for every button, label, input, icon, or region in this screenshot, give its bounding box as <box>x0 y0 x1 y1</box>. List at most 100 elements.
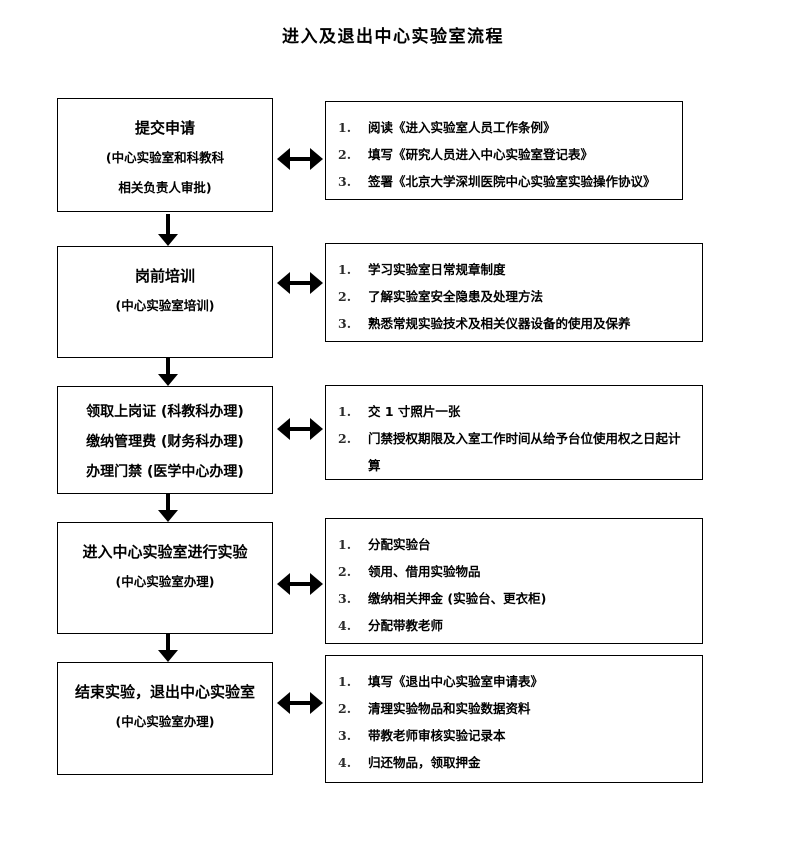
connector-arrow-3-to-4-icon <box>158 494 178 522</box>
step-4-line-1: 进入中心实验室进行实验 <box>82 543 248 561</box>
list-item-number: 2. <box>338 564 352 579</box>
list-item-label: 门禁授权期限及入室工作时间从给予台位使用权之日起计算 <box>368 431 681 473</box>
step-1-line-3: 相关负责人审批) <box>118 180 212 195</box>
list-item-label: 缴纳相关押金 (实验台、更衣柜) <box>368 591 547 606</box>
arrow-head-right <box>310 418 323 440</box>
list-item-label: 学习实验室日常规章制度 <box>368 262 506 277</box>
arrow-head-right <box>310 573 323 595</box>
step-1-line-1: 提交申请 <box>134 119 195 137</box>
list-item: 1. 阅读《进入实验室人员工作条例》 <box>326 114 682 141</box>
list-item: 1. 学习实验室日常规章制度 <box>326 256 702 283</box>
list-item-number: 2. <box>338 431 352 446</box>
list-item: 4. 归还物品，领取押金 <box>326 749 702 776</box>
step-5-line-1: 结束实验，退出中心实验室 <box>74 683 255 701</box>
arrow-shaft <box>166 494 170 512</box>
list-item-number: 3. <box>338 728 352 743</box>
arrow-shaft <box>286 701 314 705</box>
list-item: 2. 填写《研究人员进入中心实验室登记表》 <box>326 141 682 168</box>
arrow-shaft <box>166 358 170 376</box>
list-item-number: 4. <box>338 755 352 770</box>
connector-arrow-2-to-3-icon <box>158 358 178 386</box>
list-item-number: 1. <box>338 120 352 135</box>
step-4-bidirectional-arrow-icon <box>277 573 323 595</box>
list-item-label: 了解实验室安全隐患及处理方法 <box>368 289 544 304</box>
list-item: 2. 领用、借用实验物品 <box>326 558 702 585</box>
connector-arrow-1-to-2-icon <box>158 214 178 246</box>
arrow-head-right <box>310 692 323 714</box>
list-item-number: 1. <box>338 674 352 689</box>
arrow-shaft <box>286 582 314 586</box>
list-item-label: 签署《北京大学深圳医院中心实验室实验操作协议》 <box>368 174 656 189</box>
arrow-shaft <box>286 157 314 161</box>
list-item-label: 领用、借用实验物品 <box>368 564 481 579</box>
list-item-label: 熟悉常规实验技术及相关仪器设备的使用及保养 <box>368 316 631 331</box>
step-1-box: 提交申请 (中心实验室和科教科 相关负责人审批) <box>57 98 273 212</box>
list-item: 2. 清理实验物品和实验数据资料 <box>326 695 702 722</box>
arrow-head-right <box>310 148 323 170</box>
arrow-head-right <box>310 272 323 294</box>
list-item: 1. 交 1 寸照片一张 <box>326 398 702 425</box>
list-item-number: 2. <box>338 289 352 304</box>
list-item-number: 4. <box>338 618 352 633</box>
list-item-label: 分配带教老师 <box>368 618 444 633</box>
arrow-head-left <box>277 692 290 714</box>
step-1-bidirectional-arrow-icon <box>277 148 323 170</box>
step-2-line-1: 岗前培训 <box>134 267 195 285</box>
list-item-number: 2. <box>338 147 352 162</box>
connector-arrow-4-to-5-icon <box>158 634 178 662</box>
step-5-box: 结束实验，退出中心实验室 (中心实验室办理) <box>57 662 273 775</box>
step-5-line-2: (中心实验室办理) <box>115 714 215 729</box>
list-item-label: 带教老师审核实验记录本 <box>368 728 506 743</box>
step-2-bidirectional-arrow-icon <box>277 272 323 294</box>
step-4-line-2: (中心实验室办理) <box>115 574 215 589</box>
step-2-detail-box: 1. 学习实验室日常规章制度 2. 了解实验室安全隐患及处理方法 3. 熟悉常规… <box>325 243 703 342</box>
arrow-head-left <box>277 148 290 170</box>
list-item-number: 3. <box>338 316 352 331</box>
list-item-label: 归还物品，领取押金 <box>368 755 481 770</box>
list-item: 3. 缴纳相关押金 (实验台、更衣柜) <box>326 585 702 612</box>
list-item-number: 1. <box>338 262 352 277</box>
arrow-head-left <box>277 272 290 294</box>
step-2-box: 岗前培训 (中心实验室培训) <box>57 246 273 358</box>
step-4-box: 进入中心实验室进行实验 (中心实验室办理) <box>57 522 273 634</box>
step-5-detail-box: 1. 填写《退出中心实验室申请表》 2. 清理实验物品和实验数据资料 3. 带教… <box>325 655 703 783</box>
step-1-line-2: (中心实验室和科教科 <box>105 150 225 165</box>
step-3-line-3: 办理门禁 (医学中心办理) <box>86 464 244 480</box>
list-item-label: 分配实验台 <box>368 537 431 552</box>
page-title: 进入及退出中心实验室流程 <box>282 27 504 47</box>
step-3-detail-box: 1. 交 1 寸照片一张 2. 门禁授权期限及入室工作时间从给予台位使用权之日起… <box>325 385 703 480</box>
list-item-label: 填写《研究人员进入中心实验室登记表》 <box>368 147 594 162</box>
list-item-label: 填写《退出中心实验室申请表》 <box>368 674 544 689</box>
arrow-head-down <box>158 510 178 522</box>
list-item: 3. 熟悉常规实验技术及相关仪器设备的使用及保养 <box>326 310 702 337</box>
list-item: 4. 分配带教老师 <box>326 612 702 639</box>
step-2-line-2: (中心实验室培训) <box>115 298 215 313</box>
step-1-detail-box: 1. 阅读《进入实验室人员工作条例》 2. 填写《研究人员进入中心实验室登记表》… <box>325 101 683 200</box>
list-item-number: 1. <box>338 404 352 419</box>
step-4-detail-box: 1. 分配实验台 2. 领用、借用实验物品 3. 缴纳相关押金 (实验台、更衣柜… <box>325 518 703 644</box>
list-item: 1. 填写《退出中心实验室申请表》 <box>326 668 702 695</box>
arrow-shaft <box>286 427 314 431</box>
list-item-number: 3. <box>338 591 352 606</box>
arrow-head-down <box>158 234 178 246</box>
list-item: 3. 签署《北京大学深圳医院中心实验室实验操作协议》 <box>326 168 682 195</box>
step-3-bidirectional-arrow-icon <box>277 418 323 440</box>
list-item-label: 交 1 寸照片一张 <box>368 404 461 419</box>
list-item-number: 3. <box>338 174 352 189</box>
arrow-head-down <box>158 374 178 386</box>
list-item: 2. 门禁授权期限及入室工作时间从给予台位使用权之日起计算 <box>326 425 702 479</box>
list-item-number: 1. <box>338 537 352 552</box>
list-item-label: 清理实验物品和实验数据资料 <box>368 701 531 716</box>
arrow-shaft <box>166 634 170 652</box>
arrow-shaft <box>286 281 314 285</box>
list-item: 3. 带教老师审核实验记录本 <box>326 722 702 749</box>
step-3-box: 领取上岗证 (科教科办理) 缴纳管理费 (财务科办理) 办理门禁 (医学中心办理… <box>57 386 273 494</box>
step-5-bidirectional-arrow-icon <box>277 692 323 714</box>
step-3-line-1: 领取上岗证 (科教科办理) <box>86 404 244 420</box>
list-item-number: 2. <box>338 701 352 716</box>
list-item-label: 阅读《进入实验室人员工作条例》 <box>368 120 556 135</box>
arrow-head-left <box>277 573 290 595</box>
arrow-head-left <box>277 418 290 440</box>
step-3-line-2: 缴纳管理费 (财务科办理) <box>86 434 244 450</box>
